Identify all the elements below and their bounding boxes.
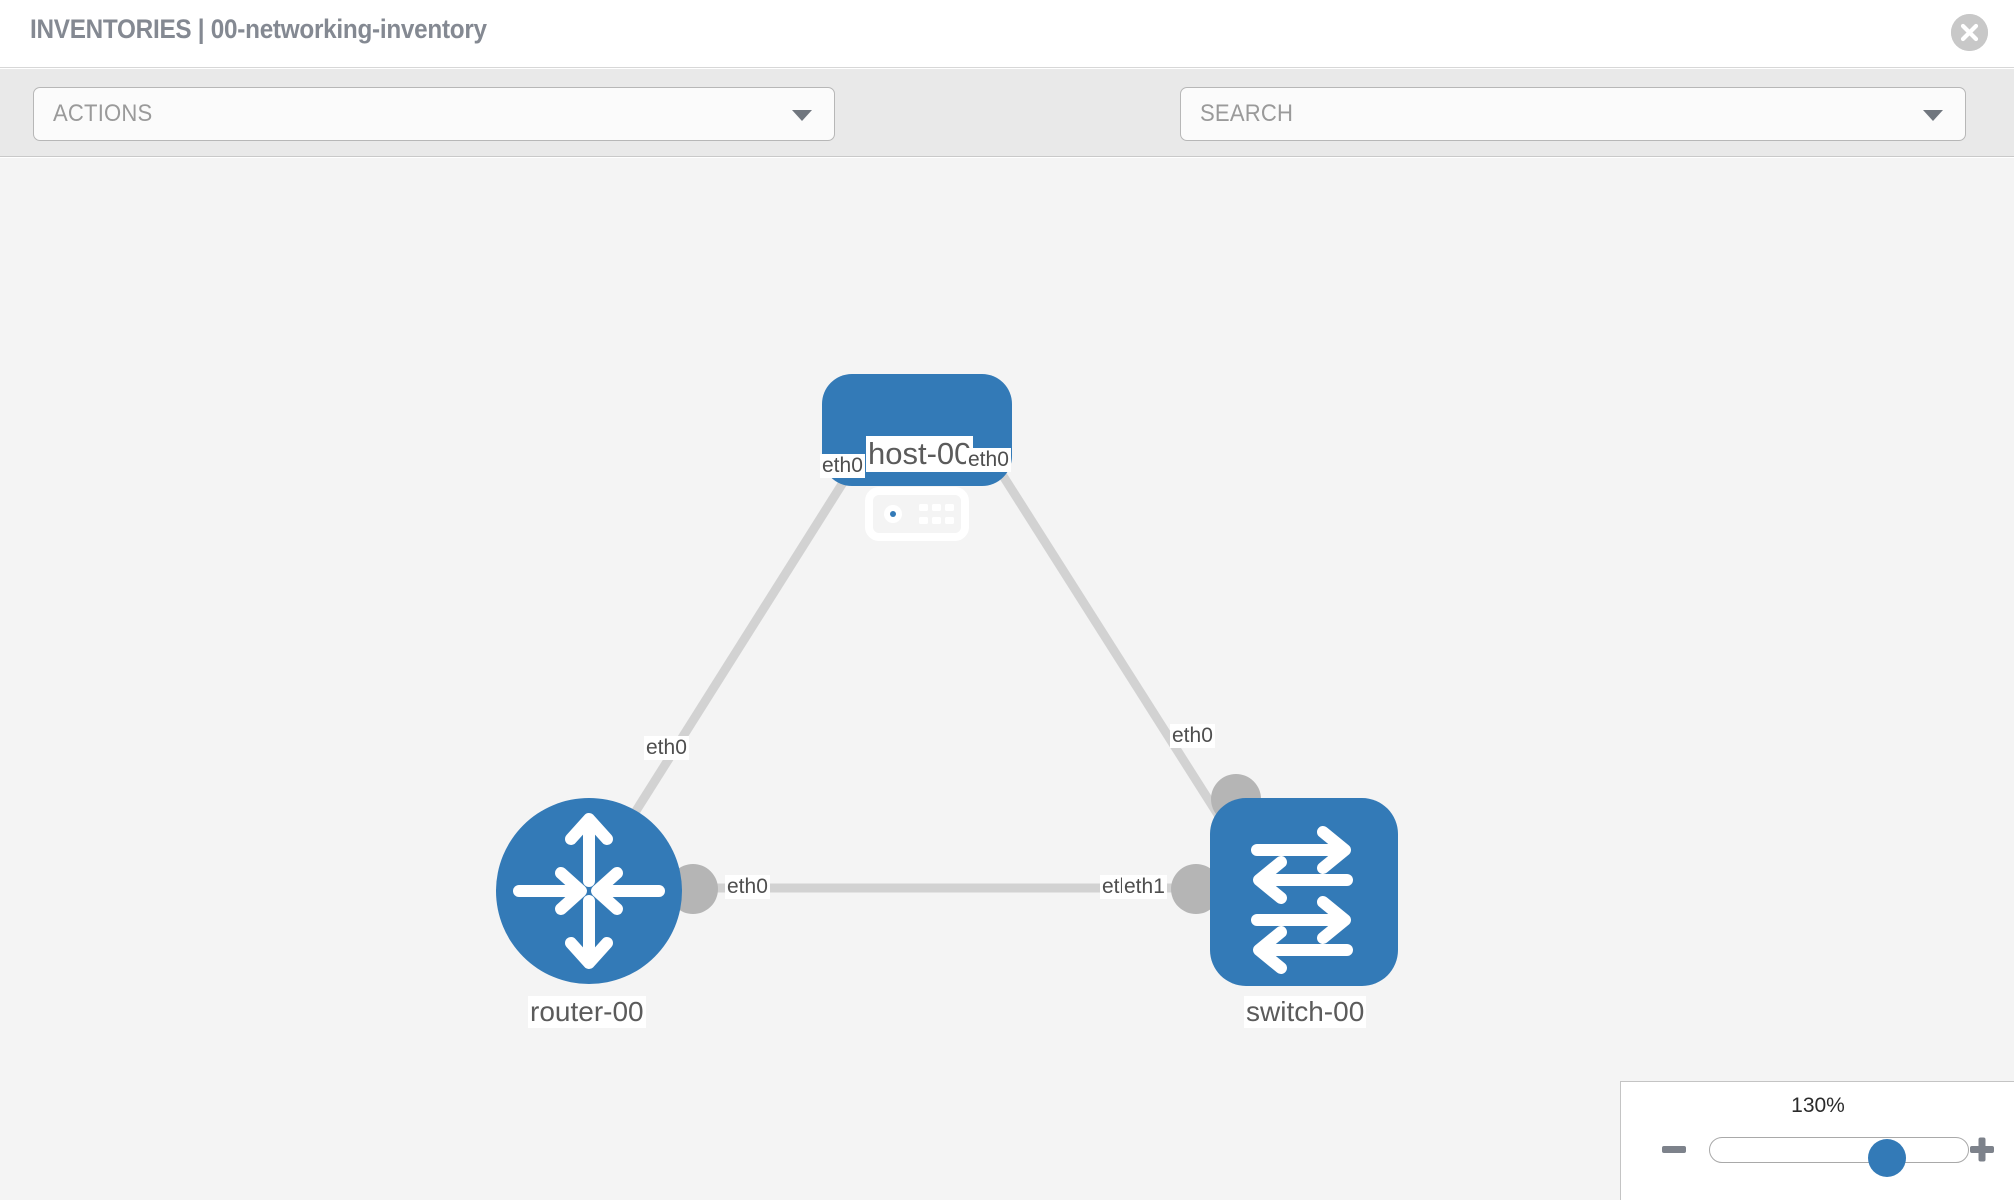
iface-label-host-eth0-right: eth0 <box>966 448 1011 473</box>
zoom-level-value: 130% <box>1791 1094 1845 1117</box>
port-switch-eth1[interactable] <box>1171 864 1221 914</box>
close-icon[interactable] <box>1951 14 1988 51</box>
search-input[interactable]: SEARCH <box>1180 87 1966 141</box>
topology-canvas[interactable]: host-00 router-00 switch-00 eth0 eth0 et… <box>0 158 2014 1200</box>
iface-label-router-eth0-uplink: eth0 <box>644 736 689 761</box>
node-switch-00[interactable] <box>1210 798 1398 986</box>
node-label-switch-00: switch-00 <box>1244 996 1367 1029</box>
zoom-slider-row <box>1621 1130 2014 1177</box>
actions-dropdown[interactable]: ACTIONS <box>33 87 835 141</box>
search-placeholder: SEARCH <box>1200 100 1294 127</box>
link-host-router[interactable] <box>596 405 894 871</box>
node-router-00[interactable] <box>496 798 682 984</box>
chevron-down-icon[interactable] <box>1923 110 1943 121</box>
zoom-control-panel: 130% <box>1620 1081 2014 1200</box>
minus-icon[interactable] <box>1659 1134 1689 1164</box>
iface-label-router-eth0: eth0 <box>725 875 770 900</box>
zoom-slider-thumb[interactable] <box>1868 1139 1906 1177</box>
chevron-down-icon <box>792 110 812 121</box>
actions-dropdown-label: ACTIONS <box>53 100 153 127</box>
link-host-switch[interactable] <box>956 405 1259 876</box>
toolbar: ACTIONS SEARCH <box>0 69 2014 200</box>
iface-label-switch-eth1: eth1 <box>1122 875 1167 900</box>
page-title: INVENTORIES | 00-networking-inventory <box>30 14 487 44</box>
iface-label-switch-eth0-uplink: eth0 <box>1170 724 1215 749</box>
plus-icon[interactable] <box>1967 1134 1997 1164</box>
iface-label-host-eth0-left: eth0 <box>820 454 865 479</box>
page-header: INVENTORIES | 00-networking-inventory <box>0 0 2014 68</box>
node-label-router-00: router-00 <box>528 996 646 1029</box>
node-label-host-00: host-00 <box>866 436 974 472</box>
topology-graph <box>496 374 1398 986</box>
zoom-slider[interactable] <box>1709 1137 1969 1177</box>
